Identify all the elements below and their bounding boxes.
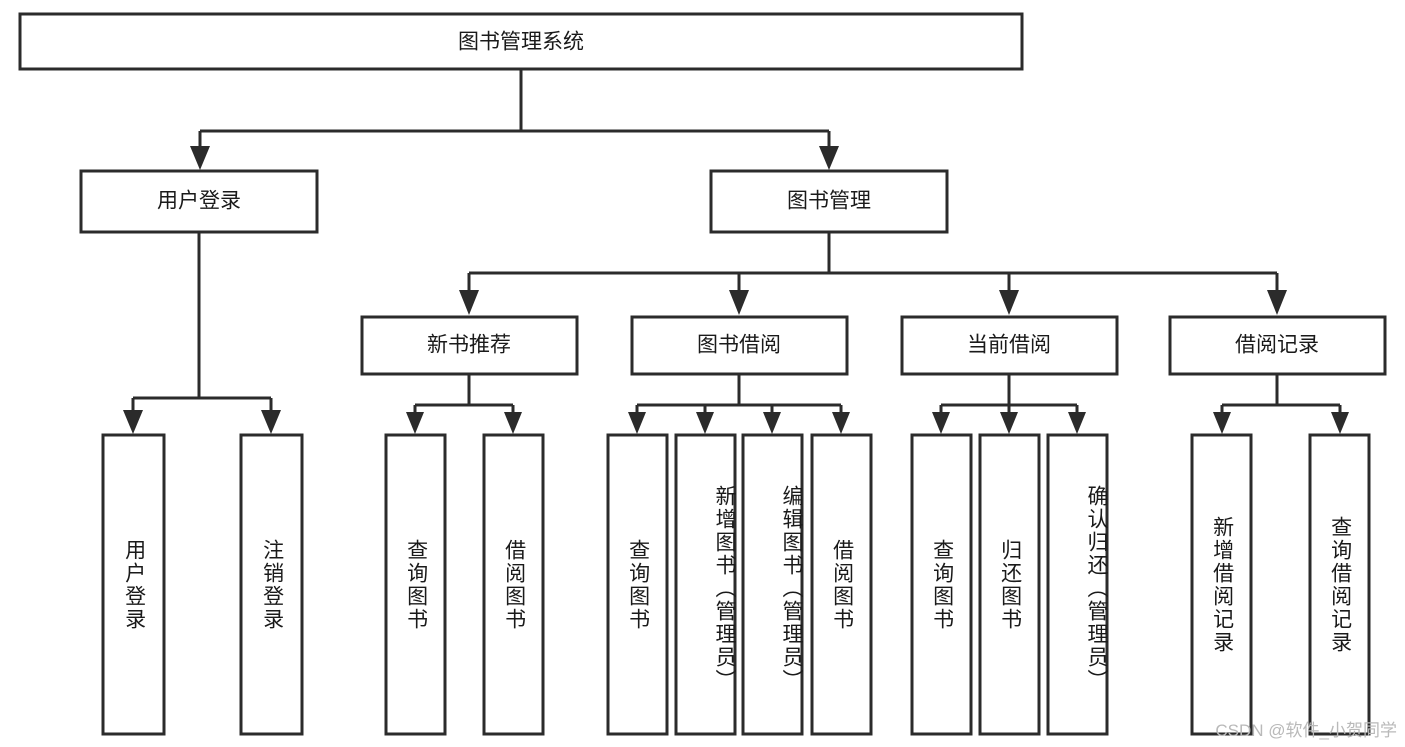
watermark-text: CSDN @软件_小贺同学 (1215, 721, 1397, 740)
leaf-box-query-book-2[interactable] (606, 433, 669, 736)
connector-new-book-recommend-to-leaves (406, 374, 522, 434)
arrow-head-icon (628, 412, 646, 434)
leaf-box-borrow-book-1[interactable] (482, 433, 545, 736)
arrow-head-icon (696, 412, 714, 434)
arrow-head-icon (729, 290, 749, 315)
arrow-head-icon (819, 146, 839, 170)
leaf-box-query-book-1[interactable] (384, 433, 447, 736)
leaf-label-borrow-book-2: 借阅图书 (830, 538, 854, 631)
leaf-label-edit-book: 编辑图书（管理员） (780, 485, 803, 692)
leaf-box-add-borrow-record[interactable] (1190, 433, 1253, 736)
node-borrow-record-box[interactable] (1168, 315, 1387, 376)
node-book-management-label: 图书管理 (787, 190, 871, 213)
node-current-borrow-label: 当前借阅 (967, 334, 1051, 357)
arrow-head-icon (406, 412, 424, 434)
node-new-book-recommend-label: 新书推荐 (427, 334, 511, 357)
arrow-head-icon (261, 410, 281, 434)
arrow-head-icon (504, 412, 522, 434)
node-book-management[interactable]: 图书管理 (709, 169, 949, 234)
leaf-box-query-borrow-record[interactable] (1308, 433, 1371, 736)
leaf-label-borrow-book-1: 借阅图书 (502, 538, 526, 631)
node-user-login-box[interactable] (79, 169, 319, 234)
node-borrow-record[interactable]: 借阅记录 (1168, 315, 1387, 376)
node-root-box[interactable] (18, 12, 1024, 71)
arrow-head-icon (763, 412, 781, 434)
leaf-box-query-book-3[interactable] (910, 433, 973, 736)
arrow-head-icon (1000, 412, 1018, 434)
node-current-borrow[interactable]: 当前借阅 (900, 315, 1119, 376)
leaf-label-confirm-return: 确认归还（管理员） (1085, 485, 1108, 692)
leaf-label-add-borrow-record: 新增借阅记录 (1210, 515, 1234, 654)
node-user-login[interactable]: 用户登录 (79, 169, 319, 234)
node-root-label: 图书管理系统 (458, 31, 584, 54)
connector-user-login-to-leaves (123, 232, 281, 434)
connector-book-management-to-level3 (459, 232, 1287, 315)
connector-current-borrow-to-leaves (932, 374, 1086, 434)
arrow-head-icon (1267, 290, 1287, 315)
leaf-label-logout: 注销登录 (260, 538, 284, 631)
leaf-box-return-book[interactable] (978, 433, 1041, 736)
arrow-head-icon (999, 290, 1019, 315)
arrow-head-icon (1068, 412, 1086, 434)
node-book-borrow-box[interactable] (630, 315, 849, 376)
leaf-box-edit-book[interactable] (741, 433, 804, 736)
node-borrow-record-label: 借阅记录 (1235, 334, 1319, 357)
node-root[interactable]: 图书管理系统 (18, 12, 1024, 71)
leaf-label-add-book: 新增图书（管理员） (713, 485, 736, 692)
arrow-head-icon (459, 290, 479, 315)
leaf-label-user-login: 用户登录 (122, 538, 146, 631)
node-book-borrow-label: 图书借阅 (697, 334, 781, 357)
leaf-label-query-book-3: 查询图书 (930, 538, 954, 631)
leaf-label-return-book: 归还图书 (998, 538, 1022, 631)
leaf-box-user-login[interactable] (101, 433, 166, 736)
arrow-head-icon (123, 410, 143, 434)
node-book-management-box[interactable] (709, 169, 949, 234)
node-user-login-label: 用户登录 (157, 190, 241, 213)
leaf-box-logout[interactable] (239, 433, 304, 736)
node-book-borrow[interactable]: 图书借阅 (630, 315, 849, 376)
arrow-head-icon (832, 412, 850, 434)
arrow-head-icon (1213, 412, 1231, 434)
leaf-box-add-book[interactable] (674, 433, 737, 736)
leaf-label-query-borrow-record: 查询借阅记录 (1328, 515, 1352, 654)
arrow-head-icon (190, 146, 210, 170)
node-new-book-recommend-box[interactable] (360, 315, 579, 376)
leaf-label-query-book-1: 查询图书 (404, 538, 428, 631)
node-new-book-recommend[interactable]: 新书推荐 (360, 315, 579, 376)
leaf-label-query-book-2: 查询图书 (626, 538, 650, 631)
arrow-head-icon (932, 412, 950, 434)
arrow-head-icon (1331, 412, 1349, 434)
leaf-box-confirm-return[interactable] (1046, 433, 1109, 736)
connector-book-borrow-to-leaves (628, 374, 850, 434)
connector-root-to-level2 (190, 69, 839, 170)
leaf-box-borrow-book-2[interactable] (810, 433, 873, 736)
connector-borrow-record-to-leaves (1213, 374, 1349, 434)
